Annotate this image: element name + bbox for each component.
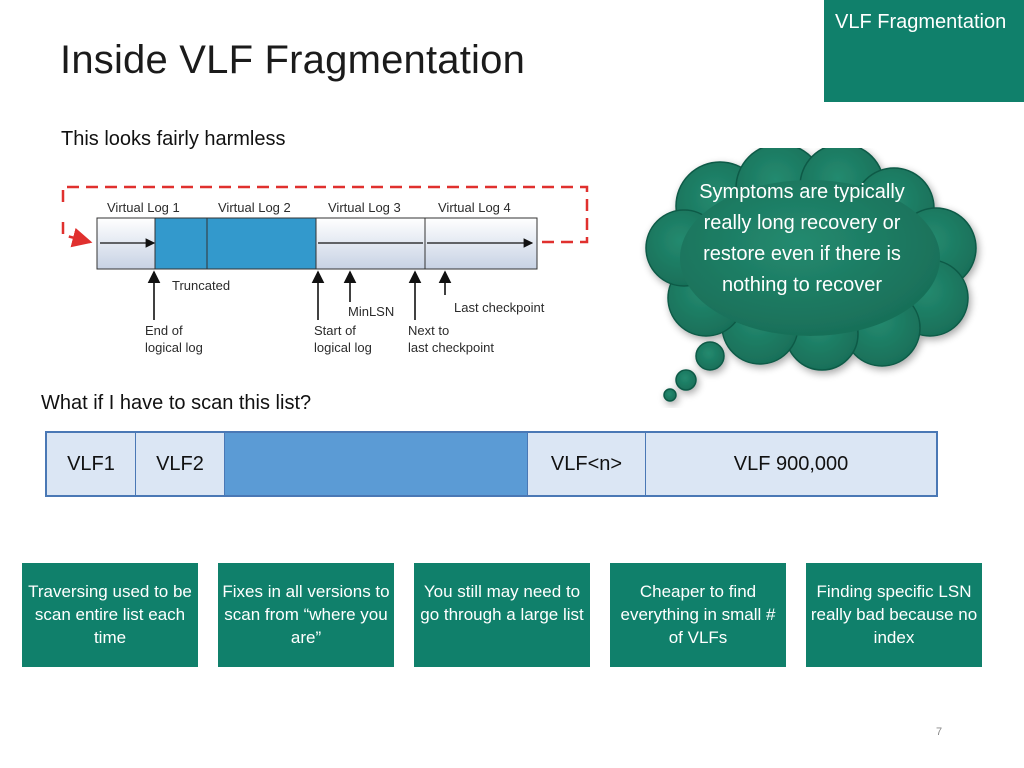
truncated-label: Truncated: [172, 278, 230, 293]
info-box: Fixes in all versions to scan from “wher…: [218, 563, 394, 667]
last-checkpoint-label: Last checkpoint: [454, 300, 545, 315]
vlf-cell: VLF1: [47, 433, 136, 495]
info-box: Finding specific LSN really bad because …: [806, 563, 982, 667]
virtual-log-label: Virtual Log 2: [218, 200, 291, 215]
vlf-cell: VLF<n>: [528, 433, 646, 495]
next-checkpoint-label: last checkpoint: [408, 340, 494, 355]
vlf-cell-filler: [225, 433, 528, 495]
wraparound-dashed-line: [61, 185, 589, 244]
virtual-log-label: Virtual Log 4: [438, 200, 511, 215]
wraparound-entry-arrow: [61, 222, 93, 248]
thought-cloud: [645, 148, 977, 402]
info-box: You still may need to go through a large…: [414, 563, 590, 667]
info-box: Cheaper to find everything in small # of…: [610, 563, 786, 667]
info-box: Traversing used to be scan entire list e…: [22, 563, 198, 667]
scan-question: What if I have to scan this list?: [41, 392, 312, 414]
start-logical-log-label: logical log: [314, 340, 372, 355]
next-checkpoint-label: Next to: [408, 323, 449, 338]
virtual-log-2: [206, 217, 317, 270]
start-logical-log-label: Start of: [314, 323, 356, 338]
end-logical-log-label: logical log: [145, 340, 203, 355]
callout-text: Symptoms are typically really long recov…: [699, 181, 905, 296]
slide-title: Inside VLF Fragmentation: [60, 38, 526, 82]
virtual-log-label: Virtual Log 1: [107, 200, 180, 215]
minlsn-label: MinLSN: [348, 304, 394, 319]
vlf-cell: VLF 900,000: [646, 433, 936, 495]
end-logical-log-label: End of: [145, 323, 183, 338]
subtitle: This looks fairly harmless: [61, 128, 286, 150]
page-number: 7: [936, 726, 943, 738]
vlf-cell: VLF2: [136, 433, 225, 495]
virtual-log-label: Virtual Log 3: [328, 200, 401, 215]
virtual-log-diagram: Virtual Log 1 Virtual Log 2 Virtual Log …: [61, 185, 589, 355]
vlf-list: VLF1 VLF2 VLF<n> VLF 900,000: [45, 431, 938, 497]
section-label: VLF Fragmentation: [824, 0, 1024, 102]
virtual-log-1-active: [154, 217, 208, 270]
